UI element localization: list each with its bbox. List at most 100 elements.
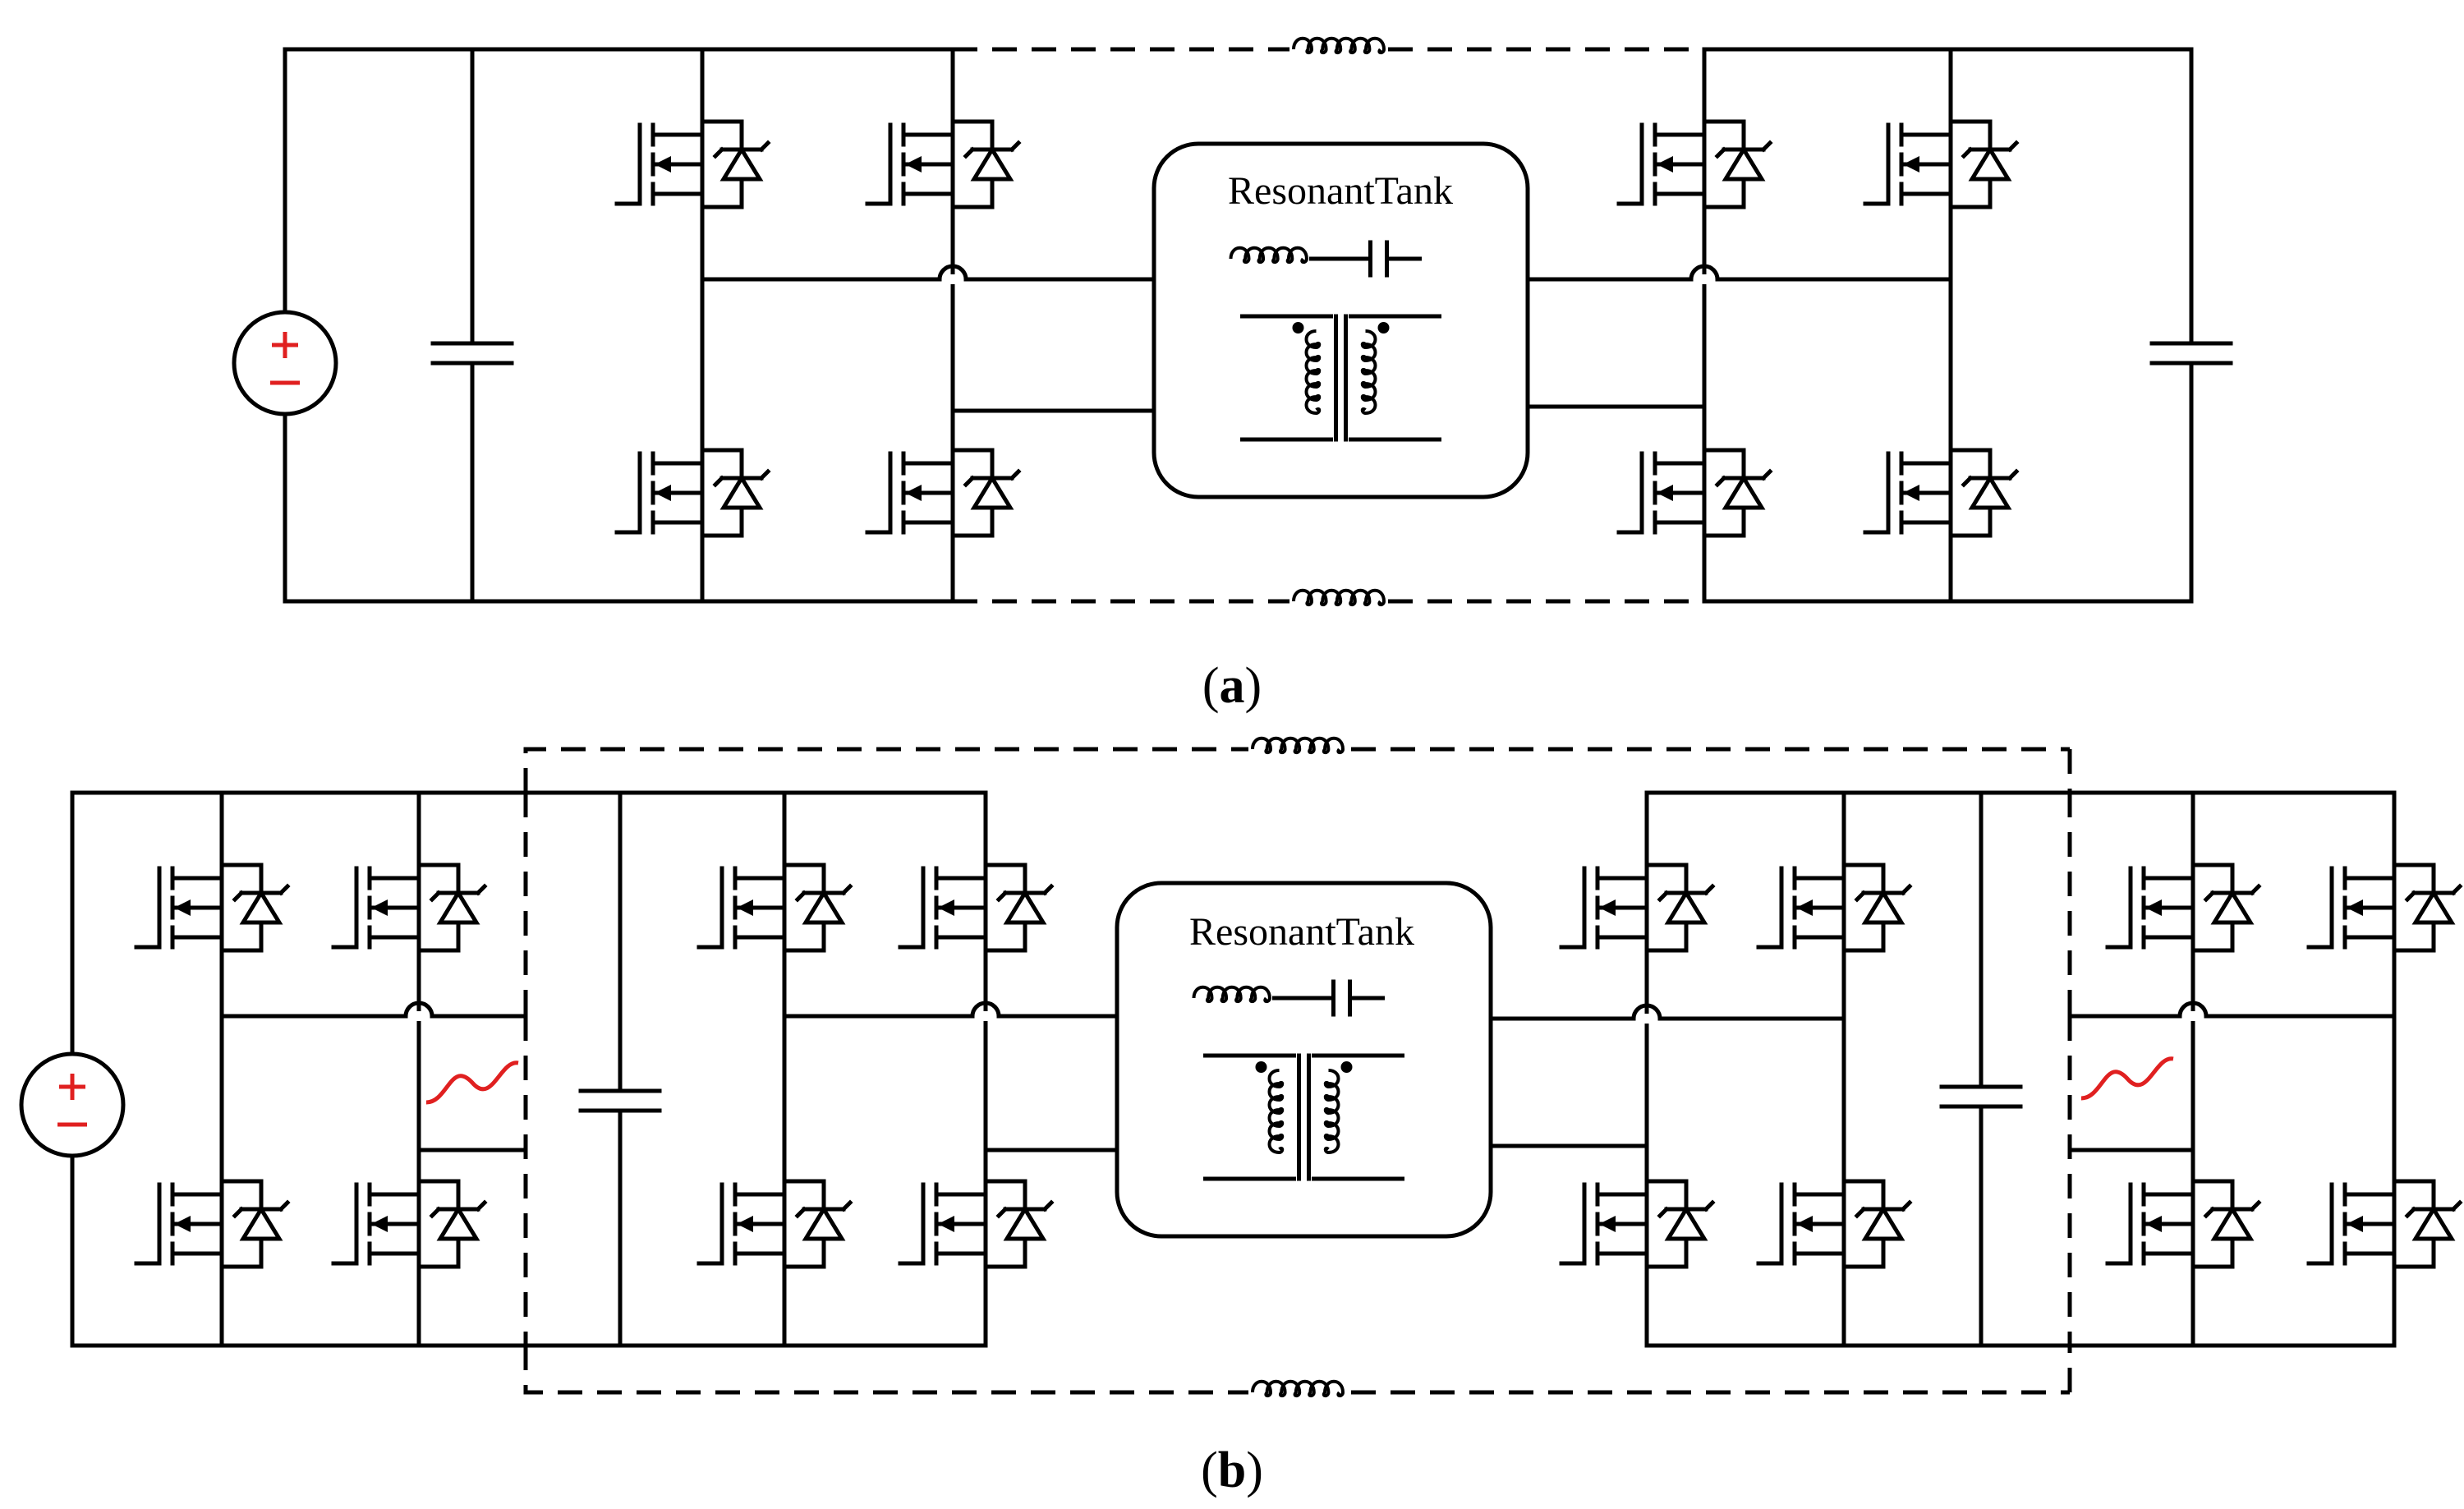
switch-a-primary-4 xyxy=(865,429,1022,557)
switch-b-primary-4 xyxy=(898,1160,1055,1288)
diode-bar xyxy=(963,146,976,159)
panel-a-caption: (a) xyxy=(1202,658,1262,714)
diode-bar xyxy=(1714,475,1727,488)
switch-a-secondary-3 xyxy=(1616,429,1773,557)
diode-triangle xyxy=(802,889,846,925)
wire xyxy=(283,47,475,604)
mosfet-arrow xyxy=(905,156,922,173)
mosfet-arrow xyxy=(371,899,388,916)
crossover-arc xyxy=(937,264,968,282)
inductor-coil xyxy=(1292,36,1386,55)
capacitor-gap xyxy=(2150,343,2232,363)
mosfet-arrow xyxy=(2347,899,2363,916)
diode-triangle xyxy=(719,474,764,510)
diode-bar xyxy=(475,1199,488,1212)
mosfet-arrow xyxy=(655,485,671,501)
dc-source-icon xyxy=(19,1051,126,1158)
inductor-icon xyxy=(1292,36,1386,55)
diode-bar xyxy=(2203,890,2216,903)
diode-bar xyxy=(2249,883,2262,896)
wire-crossover xyxy=(1631,1003,1662,1024)
panel-b-caption: (b) xyxy=(1201,1442,1263,1498)
switch-b-ac-2 xyxy=(331,844,488,972)
crossover-gap xyxy=(940,274,966,284)
diode-triangle xyxy=(239,889,283,925)
diode-bar xyxy=(2203,1206,2216,1219)
inductor-coil xyxy=(1251,1379,1345,1398)
diode-bar xyxy=(840,883,853,896)
mosfet-arrow xyxy=(1657,485,1673,501)
diode-triangle xyxy=(2210,1205,2255,1241)
diode-triangle xyxy=(2411,889,2456,925)
winding-coil xyxy=(1304,329,1322,416)
switch-b-ac-3 xyxy=(134,1160,291,1288)
ac-sine-icon xyxy=(2080,1056,2174,1101)
switch-b-primary-2 xyxy=(898,844,1055,972)
mosfet-arrow xyxy=(938,899,954,916)
panel-a-caption-close: ) xyxy=(1245,658,1262,714)
primary-winding xyxy=(1267,1069,1285,1155)
mosfet-arrow xyxy=(174,899,191,916)
mosfet-arrow xyxy=(1599,1216,1616,1232)
switch-b-secondary-2 xyxy=(1756,844,1913,972)
diode-triangle xyxy=(1722,145,1766,182)
diode-bar xyxy=(1657,1206,1670,1219)
diode-bar xyxy=(1703,883,1716,896)
winding-coil xyxy=(1360,329,1377,416)
diode-bar xyxy=(995,1206,1009,1219)
mosfet-arrow xyxy=(1903,485,1919,501)
diode-bar xyxy=(758,140,771,153)
crossover-gap xyxy=(1634,1014,1660,1024)
diode-triangle xyxy=(1664,1205,1708,1241)
polarity-dot xyxy=(1292,322,1304,334)
inductor-icon xyxy=(1292,588,1386,607)
diode-bar xyxy=(712,146,725,159)
source-circle xyxy=(232,310,338,416)
sine-wave xyxy=(2080,1056,2174,1101)
diode-triangle xyxy=(719,145,764,182)
diode-bar xyxy=(995,890,1009,903)
capacitor-gap xyxy=(431,343,513,363)
crossover-arc xyxy=(1631,1003,1662,1021)
diode-triangle xyxy=(1003,1205,1047,1241)
diode-bar xyxy=(1760,468,1773,481)
mosfet-arrow xyxy=(1599,899,1616,916)
diode-bar xyxy=(1009,468,1022,481)
input-capacitor-icon xyxy=(430,341,514,366)
diode-triangle xyxy=(1722,474,1766,510)
wire xyxy=(523,747,1248,793)
switch-b-ac-out-3 xyxy=(2105,1160,2262,1288)
secondary-winding xyxy=(1323,1069,1340,1155)
wire-crossover xyxy=(2177,1001,2209,1021)
diode-bar xyxy=(1041,883,1055,896)
dc-source-icon xyxy=(232,310,338,416)
diode-bar xyxy=(1900,1199,1913,1212)
panel-b-resonant-tank xyxy=(1115,881,1493,1239)
mosfet-arrow xyxy=(1903,156,1919,173)
crossover-arc xyxy=(2177,1001,2209,1019)
crossover-arc xyxy=(970,1001,1001,1019)
switch-b-ac-out-1 xyxy=(2105,844,2262,972)
mosfet-arrow xyxy=(2145,899,2162,916)
diode-bar xyxy=(1854,1206,1867,1219)
diode-bar xyxy=(2450,1199,2463,1212)
polarity-dot xyxy=(1255,1061,1267,1073)
mosfet-arrow xyxy=(1796,899,1813,916)
diode-bar xyxy=(2450,883,2463,896)
diode-bar xyxy=(1009,140,1022,153)
diode-triangle xyxy=(1664,889,1708,925)
panel-b-tank-label: ResonantTank xyxy=(1189,910,1414,954)
diode-bar xyxy=(1854,890,1867,903)
panel-b-caption-open: ( xyxy=(1201,1442,1218,1498)
switch-a-primary-2 xyxy=(865,100,1022,228)
mosfet-arrow xyxy=(1657,156,1673,173)
panel-b-tank: ResonantTank xyxy=(1189,910,1414,954)
inductor-icon xyxy=(1229,246,1308,265)
panel-b-caption-letter: b xyxy=(1218,1442,1246,1498)
diode-bar xyxy=(794,890,807,903)
diode-triangle xyxy=(436,1205,480,1241)
wire xyxy=(70,790,528,1348)
link-capacitor-icon xyxy=(578,1088,662,1113)
diode-bar xyxy=(2404,1206,2417,1219)
